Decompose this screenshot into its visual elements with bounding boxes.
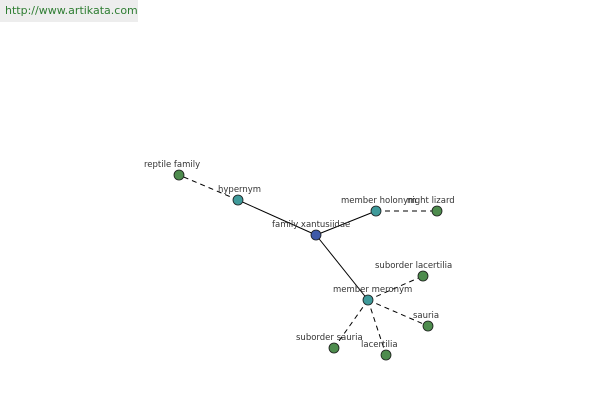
node-family-xantusiidae[interactable]	[310, 229, 322, 241]
node-label-hypernym: hypernym	[218, 185, 261, 195]
node-lacertilia[interactable]	[380, 349, 392, 361]
url-banner: http://www.artikata.com	[0, 0, 138, 22]
edge-member-meronym-to-suborder-sauria	[333, 299, 369, 349]
nodes-layer	[173, 169, 443, 361]
node-member-meronym[interactable]	[362, 294, 374, 306]
node-label-sauria: sauria	[413, 311, 439, 321]
node-sauria[interactable]	[422, 320, 434, 332]
edge-hypernym-to-reptile-family	[178, 174, 239, 201]
node-suborder-sauria[interactable]	[328, 342, 340, 354]
node-reptile-family[interactable]	[173, 169, 185, 181]
node-label-reptile-family: reptile family	[144, 160, 200, 170]
node-label-member-meronym: member meronym	[333, 285, 412, 295]
node-hypernym[interactable]	[232, 194, 244, 206]
edges-layer	[178, 174, 437, 356]
node-label-member-holonym: member holonym	[341, 196, 416, 206]
node-label-lacertilia: lacertilia	[361, 340, 398, 350]
node-member-holonym[interactable]	[370, 205, 382, 217]
edge-member-meronym-to-suborder-lacertilia	[367, 275, 424, 301]
node-night-lizard[interactable]	[431, 205, 443, 217]
edge-member-meronym-to-sauria	[367, 299, 429, 327]
edge-member-meronym-to-lacertilia	[367, 299, 387, 356]
edge-family-xantusiidae-to-member-meronym	[315, 234, 369, 301]
edge-family-xantusiidae-to-hypernym	[237, 199, 317, 236]
node-suborder-lacertilia[interactable]	[417, 270, 429, 282]
node-label-suborder-sauria: suborder sauria	[296, 333, 363, 343]
labels-layer: family xantusiidae hypernym member holonym…	[144, 160, 455, 350]
node-label-family-xantusiidae: family xantusiidae	[272, 220, 350, 230]
url-link[interactable]: http://www.artikata.com	[5, 4, 138, 17]
node-label-suborder-lacertilia: suborder lacertilia	[375, 261, 452, 271]
node-label-night-lizard: night lizard	[407, 196, 455, 206]
edge-family-xantusiidae-to-member-holonym	[315, 210, 377, 236]
